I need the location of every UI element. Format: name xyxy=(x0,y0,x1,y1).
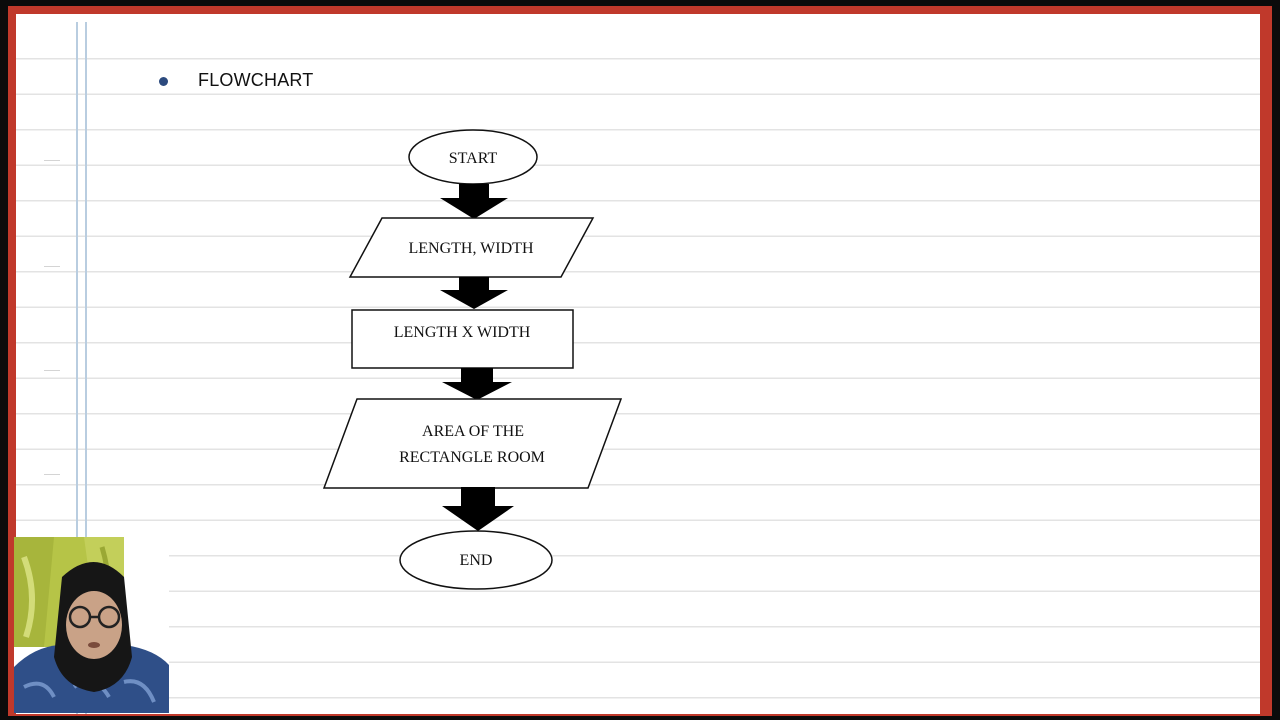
arrow-down-icon xyxy=(442,368,512,400)
end-terminator xyxy=(399,530,553,590)
start-label: START xyxy=(449,150,498,167)
slide-heading: FLOWCHART xyxy=(198,70,314,90)
margin-tick xyxy=(44,370,60,371)
input-parallelogram xyxy=(348,217,595,278)
presenter-video-image xyxy=(14,537,169,713)
output-label-line1: AREA OF THE xyxy=(422,423,524,440)
ruled-lines xyxy=(16,14,1260,714)
arrow-down-icon xyxy=(440,277,508,309)
output-label-line2: RECTANGLE ROOM xyxy=(399,449,545,466)
arrow-down-icon xyxy=(442,487,514,531)
margin-line-right xyxy=(85,22,87,714)
arrow-down-icon xyxy=(440,184,508,219)
margin-tick xyxy=(44,160,60,161)
margin-tick xyxy=(44,474,60,475)
bullet-icon xyxy=(159,77,168,86)
presenter-webcam xyxy=(14,537,169,713)
margin-line-left xyxy=(76,22,78,714)
output-parallelogram xyxy=(322,398,623,489)
slide-page: FLOWCHART xyxy=(16,14,1260,714)
end-label: END xyxy=(460,552,493,569)
process-label: LENGTH X WIDTH xyxy=(394,324,531,341)
margin-tick xyxy=(44,266,60,267)
input-label: LENGTH, WIDTH xyxy=(408,240,533,257)
